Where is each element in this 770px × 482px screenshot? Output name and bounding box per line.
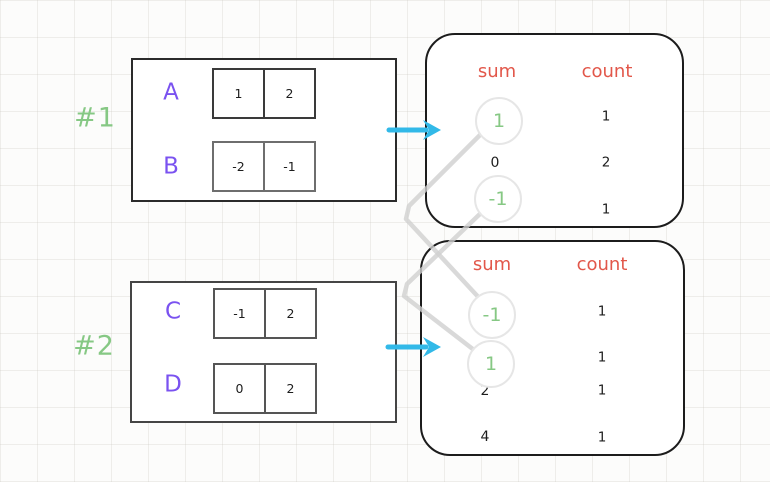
array-d-cells: 0 2 xyxy=(213,363,317,414)
array-a-cells: 1 2 xyxy=(212,68,316,119)
array-c-cell-1: 2 xyxy=(266,288,317,339)
sum-header-1: sum xyxy=(477,61,517,82)
array-b-cells: -2 -1 xyxy=(212,141,316,192)
array-b-cell-1: -1 xyxy=(265,141,316,192)
count-value: 1 xyxy=(597,382,607,399)
group-2-label: #2 xyxy=(73,330,115,362)
array-d-cell-1: 2 xyxy=(266,363,317,414)
array-a-label: A xyxy=(163,79,179,106)
result-box-2 xyxy=(420,240,685,456)
sum-value: 4 xyxy=(480,429,490,445)
array-c-label: C xyxy=(164,298,182,325)
array-b-cell-0: -2 xyxy=(212,141,265,192)
count-value: 1 xyxy=(601,201,611,218)
array-c-cells: -1 2 xyxy=(213,288,317,339)
count-value: 2 xyxy=(601,154,611,171)
sum-header-2: sum xyxy=(472,254,512,275)
array-a-cell-0: 1 xyxy=(212,68,265,119)
group-1-label: #1 xyxy=(74,102,116,134)
sum-value: 0 xyxy=(490,155,500,171)
highlight-circle: 1 xyxy=(467,340,515,388)
count-value: 1 xyxy=(597,429,607,446)
sum-value-highlighted: 1 xyxy=(492,110,506,132)
sum-value-highlighted: -1 xyxy=(482,304,502,326)
highlight-circle: 1 xyxy=(475,97,523,145)
array-d-label: D xyxy=(164,371,182,398)
array-d-cell-0: 0 xyxy=(213,363,266,414)
highlight-circle: -1 xyxy=(468,291,516,339)
array-c-cell-0: -1 xyxy=(213,288,266,339)
sum-value: 2 xyxy=(480,383,490,399)
count-header-1: count xyxy=(581,61,633,82)
count-value: 1 xyxy=(597,303,607,320)
sum-value-highlighted: 1 xyxy=(484,353,498,375)
sum-value-highlighted: -1 xyxy=(488,188,508,210)
highlight-circle: -1 xyxy=(474,175,522,223)
count-value: 1 xyxy=(597,349,607,366)
result-box-1 xyxy=(425,33,684,228)
array-a-cell-1: 2 xyxy=(265,68,316,119)
count-header-2: count xyxy=(576,254,628,275)
array-b-label: B xyxy=(163,153,179,180)
count-value: 1 xyxy=(601,108,611,125)
